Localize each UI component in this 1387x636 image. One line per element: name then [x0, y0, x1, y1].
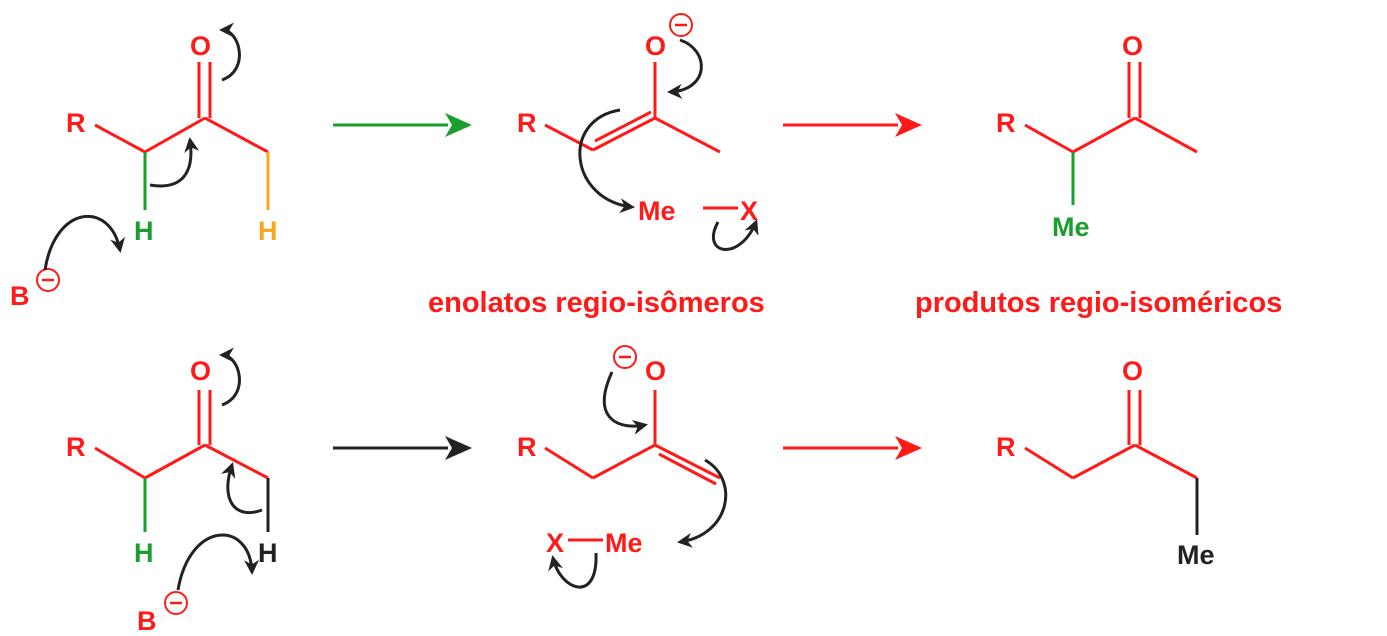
atom-methyl: Me [1052, 212, 1090, 242]
top-enolate: O R Me X [517, 13, 759, 251]
curved-arrow-icon [711, 219, 759, 251]
atom-leaving-group: X [740, 196, 758, 226]
atom-oxygen: O [190, 356, 211, 386]
atom-hydrogen-green: H [134, 216, 154, 246]
negative-charge-icon [36, 268, 60, 292]
negative-charge-icon [669, 13, 693, 37]
atom-leaving-group: X [546, 528, 564, 558]
atom-methyl: Me [1177, 540, 1215, 570]
bottom-enolate: O R X Me [517, 345, 728, 589]
atom-hydrogen-green: H [134, 538, 154, 568]
negative-charge-icon [164, 591, 188, 615]
curved-arrow-icon [149, 137, 200, 188]
atom-r-group: R [66, 432, 86, 462]
bottom-reaction-arrow [333, 436, 472, 460]
top-reaction-arrow [333, 113, 472, 137]
arrowhead-icon [895, 436, 922, 460]
top-product: O R Me [996, 31, 1198, 242]
curved-arrow-icon [602, 371, 648, 435]
atom-oxygen: O [645, 31, 666, 61]
atom-r-group: R [996, 432, 1016, 462]
atom-oxygen: O [1122, 31, 1143, 61]
arrowhead-icon [895, 113, 922, 137]
curved-arrow-icon [667, 38, 703, 99]
atom-r-group: R [66, 108, 86, 138]
atom-hydrogen-orange: H [258, 216, 278, 246]
top-alkylation-arrow [783, 113, 922, 137]
curved-arrow-icon [43, 214, 125, 271]
atom-oxygen: O [645, 356, 666, 386]
negative-charge-icon [613, 345, 637, 369]
bottom-product: O R Me [996, 356, 1215, 570]
atom-oxygen: O [190, 31, 211, 61]
atom-oxygen: O [1122, 356, 1143, 386]
atom-base: B [137, 606, 157, 636]
curved-arrow-icon [219, 347, 241, 407]
caption-enolates: enolatos regio-isômeros [428, 287, 765, 319]
curved-arrow-icon [221, 462, 263, 515]
curved-arrow-icon [176, 533, 260, 591]
curved-arrow-icon [548, 552, 598, 589]
caption-products: produtos regio-isoméricos [915, 287, 1282, 319]
atom-r-group: R [517, 108, 537, 138]
bottom-alkylation-arrow [783, 436, 922, 460]
curved-arrow-icon [677, 458, 728, 548]
atom-methyl: Me [605, 528, 643, 558]
atom-r-group: R [517, 432, 537, 462]
curved-arrow-icon [219, 22, 241, 82]
atom-base: B [10, 281, 30, 311]
atom-methyl: Me [638, 196, 676, 226]
bottom-starting-ketone: O R H H B [66, 347, 278, 636]
top-starting-ketone: O R H H B [10, 22, 278, 311]
arrowhead-icon [445, 436, 472, 460]
atom-hydrogen-dark: H [258, 538, 278, 568]
atom-r-group: R [996, 108, 1016, 138]
curved-arrow-icon [578, 108, 635, 214]
arrowhead-icon [445, 113, 472, 137]
